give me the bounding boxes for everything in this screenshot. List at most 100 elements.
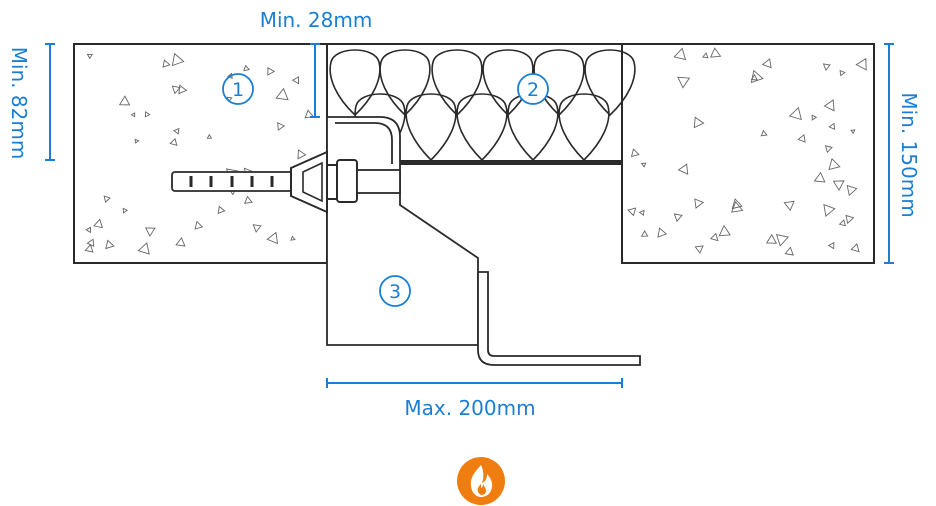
aggregate-speck (194, 220, 204, 230)
aggregate-speck (784, 246, 794, 256)
flame-icon (457, 457, 505, 505)
insulation-loop (584, 49, 636, 117)
aggregate-speck (765, 233, 778, 244)
aggregate-speck (813, 171, 826, 183)
right-concrete-slab (621, 43, 875, 264)
aggregate-speck (267, 66, 276, 76)
aggregate-speck (797, 133, 806, 143)
left-concrete-slab (73, 43, 328, 264)
aggregate-speck (266, 231, 279, 245)
aggregate-speck (850, 129, 856, 135)
aggregate-speck (828, 122, 836, 131)
aggregate-speck (118, 95, 131, 106)
aggregate-speck (788, 106, 802, 121)
dimension-left-depth-label: Min. 82mm (7, 47, 31, 160)
dimension-top-gap (310, 43, 320, 118)
insulation-loop (405, 93, 457, 162)
aggregate-speck (673, 213, 683, 223)
aggregate-speck (718, 224, 731, 237)
aggregate-speck (206, 133, 213, 139)
callout-1-label: 1 (232, 79, 244, 101)
aggregate-speck (137, 242, 150, 255)
aggregate-speck (103, 195, 111, 203)
aggregate-speck (640, 229, 649, 237)
aggregate-speck (783, 200, 795, 212)
aggregate-speck (827, 241, 835, 250)
aggregate-speck (673, 47, 687, 61)
aggregate-speck (731, 198, 743, 210)
insulation-loop (329, 49, 381, 117)
dimension-right-depth (884, 43, 894, 264)
aggregate-speck (304, 109, 315, 119)
aggregate-speck (823, 203, 836, 217)
dimension-left-depth (45, 43, 55, 161)
dimension-right-depth-label: Min. 150mm (897, 92, 921, 217)
aggregate-speck (86, 53, 94, 60)
aggregate-speck (178, 84, 188, 95)
aggregate-speck (750, 69, 764, 84)
aggregate-speck (709, 232, 719, 242)
aggregate-speck (855, 57, 867, 71)
aggregate-speck (638, 209, 645, 217)
aggregate-speck (828, 157, 841, 171)
aggregate-speck (243, 64, 251, 72)
aggregate-speck (171, 85, 181, 95)
aggregate-speck (761, 58, 772, 69)
aggregate-speck (144, 227, 156, 237)
callout-2: 2 (517, 73, 549, 105)
aggregate-speck (824, 145, 833, 154)
aggregate-speck (640, 162, 647, 168)
dimension-top-gap-label: Min. 28mm (260, 8, 373, 32)
aggregate-speck (217, 205, 226, 214)
aggregate-speck (657, 227, 668, 238)
aggregate-speck (172, 127, 180, 135)
aggregate-speck (823, 99, 835, 112)
aggregate-speck (169, 137, 178, 146)
aggregate-speck (750, 73, 758, 81)
callout-3-label: 3 (389, 281, 401, 303)
aggregate-speck (850, 243, 860, 253)
aggregate-speck (275, 87, 289, 101)
aggregate-speck (144, 111, 151, 118)
callout-3: 3 (379, 275, 411, 307)
aggregate-speck (677, 163, 689, 175)
aggregate-speck (709, 47, 722, 58)
dimension-bottom-width-label: Max. 200mm (404, 396, 535, 420)
aggregate-speck (731, 201, 744, 213)
dimension-bottom-width (326, 378, 623, 388)
aggregate-speck (277, 122, 286, 131)
anchor-dowel (171, 150, 401, 214)
insulation-loop (456, 93, 508, 162)
aggregate-speck (775, 234, 790, 247)
aggregate-speck (290, 235, 296, 241)
aggregate-speck (84, 243, 94, 253)
aggregate-speck (630, 148, 640, 158)
insulation-loop (558, 93, 610, 162)
aggregate-speck (760, 129, 768, 137)
aggregate-speck (252, 224, 262, 233)
aggregate-speck (846, 184, 858, 197)
aggregate-speck (701, 52, 709, 59)
aggregate-speck (694, 245, 704, 254)
aggregate-speck (134, 138, 140, 144)
aggregate-speck (839, 69, 846, 77)
aggregate-speck (85, 226, 91, 234)
aggregate-speck (297, 149, 307, 160)
aggregate-speck (832, 180, 845, 192)
aggregate-speck (822, 63, 831, 71)
aggregate-speck (130, 112, 136, 118)
callout-2-label: 2 (527, 79, 539, 101)
aggregate-speck (291, 76, 300, 85)
insulation-loop (431, 49, 483, 117)
aggregate-speck (122, 207, 129, 214)
aggregate-speck (93, 218, 104, 229)
callout-1: 1 (222, 73, 254, 105)
aggregate-speck (677, 76, 691, 89)
aggregate-speck (694, 198, 705, 209)
aggregate-speck (162, 59, 171, 68)
aggregate-speck (175, 237, 186, 247)
aggregate-speck (838, 219, 847, 227)
aggregate-speck (845, 214, 855, 225)
aggregate-speck (811, 114, 818, 121)
